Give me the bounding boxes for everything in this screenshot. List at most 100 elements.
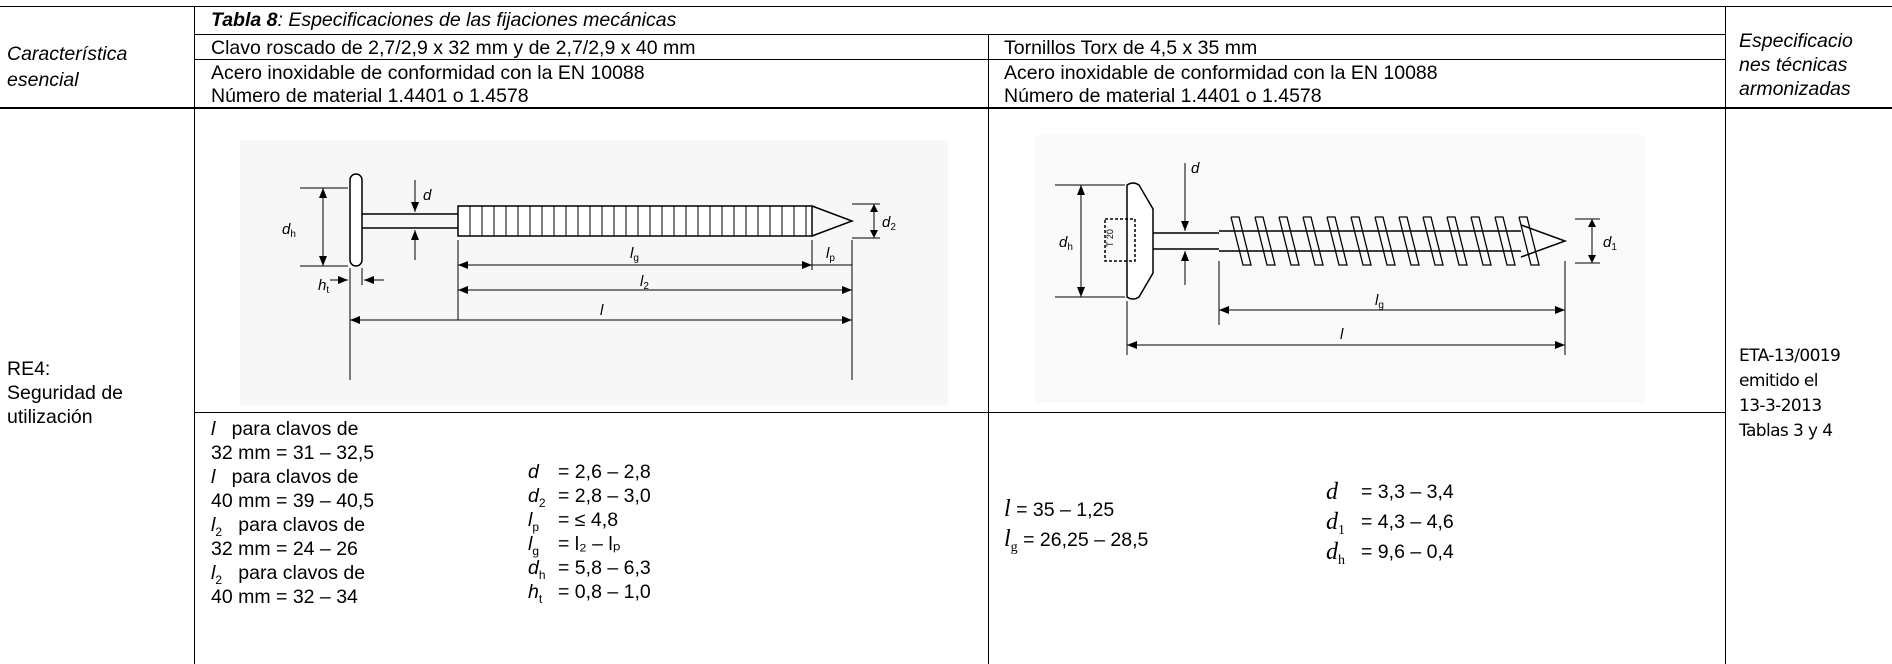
screw-label-lg: lg bbox=[1375, 292, 1384, 311]
screw-label-dh: dh bbox=[1059, 234, 1073, 253]
table-divider-figure bbox=[195, 412, 1725, 413]
nail-spec-left-line: 40 mm = 39 – 40,5 bbox=[211, 490, 375, 512]
table-title-text: : Especificaciones de las fijaciones mec… bbox=[277, 9, 677, 31]
nail-spec-right-line: lg = l₂ – lₚ bbox=[528, 533, 621, 562]
table-border-top bbox=[0, 6, 1892, 7]
screw-label-t20: T 20 bbox=[1105, 229, 1115, 247]
nail-spec-right-line: d2= 2,8 – 3,0 bbox=[528, 485, 651, 514]
table-col-line-2 bbox=[988, 34, 989, 664]
table-col-line-1 bbox=[194, 6, 195, 664]
spec-subscript: t bbox=[538, 591, 543, 606]
spec-symbol: d bbox=[528, 485, 539, 507]
spec-row-3: 13-3-2013 bbox=[1739, 396, 1822, 416]
table-divider-title bbox=[195, 34, 1725, 35]
screw-spec-left-line: l = 35 – 1,25 bbox=[1004, 496, 1115, 522]
nail-spec-left-line: 32 mm = 24 – 26 bbox=[211, 538, 358, 560]
spec-subscript: g bbox=[532, 543, 540, 558]
spec-text: para clavos de bbox=[215, 466, 359, 488]
screw-spec-right-line: d = 3,3 – 3,4 bbox=[1326, 479, 1454, 505]
spec-symbol: d bbox=[1326, 509, 1338, 535]
nail-spec-left-line: 40 mm = 32 – 34 bbox=[211, 586, 358, 608]
nail-spec-right-line: d= 2,6 – 2,8 bbox=[528, 461, 651, 483]
nail-label-lp: lp bbox=[826, 245, 835, 264]
spec-subscript: h bbox=[538, 567, 546, 582]
spec-text: para clavos de bbox=[215, 418, 359, 440]
screw-spec-right-line: d1 = 4,3 – 4,6 bbox=[1326, 509, 1454, 542]
spec-header-3: armonizadas bbox=[1739, 78, 1851, 100]
spec-subscript: g bbox=[1010, 539, 1018, 555]
screw-spec-right-line: dh = 9,6 – 0,4 bbox=[1326, 539, 1454, 572]
table-title: Tabla 8: Especificaciones de las fijacio… bbox=[211, 9, 676, 31]
spec-subscript: 2 bbox=[215, 524, 223, 539]
screw-thread-flight bbox=[1398, 216, 1420, 266]
spec-symbol: l bbox=[211, 562, 216, 584]
spec-symbol: d bbox=[1326, 539, 1338, 565]
screw-thread-flight bbox=[1446, 216, 1468, 266]
spec-symbol: l bbox=[528, 509, 533, 531]
screw-material-2: Número de material 1.4401 o 1.4578 bbox=[1004, 85, 1322, 107]
nail-material-1: Acero inoxidable de conformidad con la E… bbox=[211, 62, 645, 84]
nail-spec-left-line: l para clavos de bbox=[211, 466, 358, 488]
screw-thread-flight bbox=[1518, 216, 1540, 266]
screw-thread-flight bbox=[1278, 216, 1300, 266]
nail-label-d: d bbox=[423, 187, 432, 204]
characteristic-row-3: utilización bbox=[7, 406, 93, 428]
nail-spec-left-line: l2 para clavos de bbox=[211, 514, 365, 543]
spec-row-2: emitido el bbox=[1739, 371, 1819, 391]
spec-symbol: l bbox=[211, 418, 216, 440]
screw-thread-flight bbox=[1326, 216, 1348, 266]
spec-subscript: 2 bbox=[215, 572, 223, 587]
nail-spec-right-line: lp= ≤ 4,8 bbox=[528, 509, 618, 538]
spec-text: para clavos de bbox=[222, 562, 366, 584]
screw-thread-flight bbox=[1470, 216, 1492, 266]
spec-value: = 9,6 – 0,4 bbox=[1361, 541, 1454, 563]
spec-value: = l₂ – lₚ bbox=[558, 533, 622, 555]
spec-value: = 35 – 1,25 bbox=[1010, 499, 1115, 521]
screw-label-d1: d1 bbox=[1603, 234, 1617, 253]
spec-subscript: 1 bbox=[1338, 522, 1345, 538]
nail-drawing: dh d d2 lg lp l2 l ht bbox=[240, 140, 948, 405]
spec-value: = 0,8 – 1,0 bbox=[558, 581, 651, 603]
characteristic-header-1: Característica bbox=[7, 43, 128, 65]
spec-symbol: d bbox=[528, 557, 539, 579]
screw-thread-flight bbox=[1254, 216, 1276, 266]
spec-symbol: h bbox=[528, 581, 539, 603]
nail-material-2: Número de material 1.4401 o 1.4578 bbox=[211, 85, 529, 107]
spec-value: = 4,3 – 4,6 bbox=[1361, 511, 1454, 533]
screw-thread-flight bbox=[1374, 216, 1396, 266]
spec-symbol: l bbox=[1004, 496, 1011, 522]
nail-spec-right-line: ht = 0,8 – 1,0 bbox=[528, 581, 651, 610]
spec-text: para clavos de bbox=[222, 514, 366, 536]
screw-title: Tornillos Torx de 4,5 x 35 mm bbox=[1004, 37, 1258, 59]
screw-spec-left-line: lg = 26,25 – 28,5 bbox=[1004, 526, 1148, 559]
spec-symbol: l bbox=[528, 533, 533, 555]
nail-label-l2: l2 bbox=[640, 273, 649, 292]
table-divider-header bbox=[0, 107, 1892, 109]
table-divider-subtitle bbox=[195, 59, 1725, 60]
spec-symbol: l bbox=[211, 514, 216, 536]
spec-symbol: d bbox=[528, 461, 539, 483]
nail-spec-left-line: l2 para clavos de bbox=[211, 562, 365, 591]
spec-subscript: h bbox=[1338, 552, 1345, 568]
nail-spec-left-line: 32 mm = 31 – 32,5 bbox=[211, 442, 375, 464]
spec-row-1: ETA-13/0019 bbox=[1739, 346, 1841, 366]
table-title-number: Tabla 8 bbox=[211, 9, 278, 31]
spec-subscript: p bbox=[532, 519, 540, 534]
nail-label-l: l bbox=[600, 302, 604, 319]
spec-symbol: l bbox=[1004, 526, 1011, 552]
spec-symbol: d bbox=[1326, 479, 1338, 505]
screw-material-1: Acero inoxidable de conformidad con la E… bbox=[1004, 62, 1438, 84]
screw-thread-flight bbox=[1494, 216, 1516, 266]
nail-label-d2: d2 bbox=[882, 214, 896, 233]
screw-thread-flight bbox=[1350, 216, 1372, 266]
nail-spec-right-line: dh = 5,8 – 6,3 bbox=[528, 557, 651, 586]
nail-label-dh: dh bbox=[282, 221, 296, 240]
characteristic-row-2: Seguridad de bbox=[7, 382, 124, 404]
spec-value: = 5,8 – 6,3 bbox=[558, 557, 651, 579]
characteristic-header-2: esencial bbox=[7, 69, 79, 91]
spec-subscript: 2 bbox=[538, 495, 546, 510]
spec-value: = 3,3 – 3,4 bbox=[1361, 481, 1454, 503]
spec-header-1: Especificacio bbox=[1739, 30, 1853, 52]
characteristic-row-1: RE4: bbox=[7, 358, 51, 380]
spec-header-2: nes técnicas bbox=[1739, 54, 1848, 76]
